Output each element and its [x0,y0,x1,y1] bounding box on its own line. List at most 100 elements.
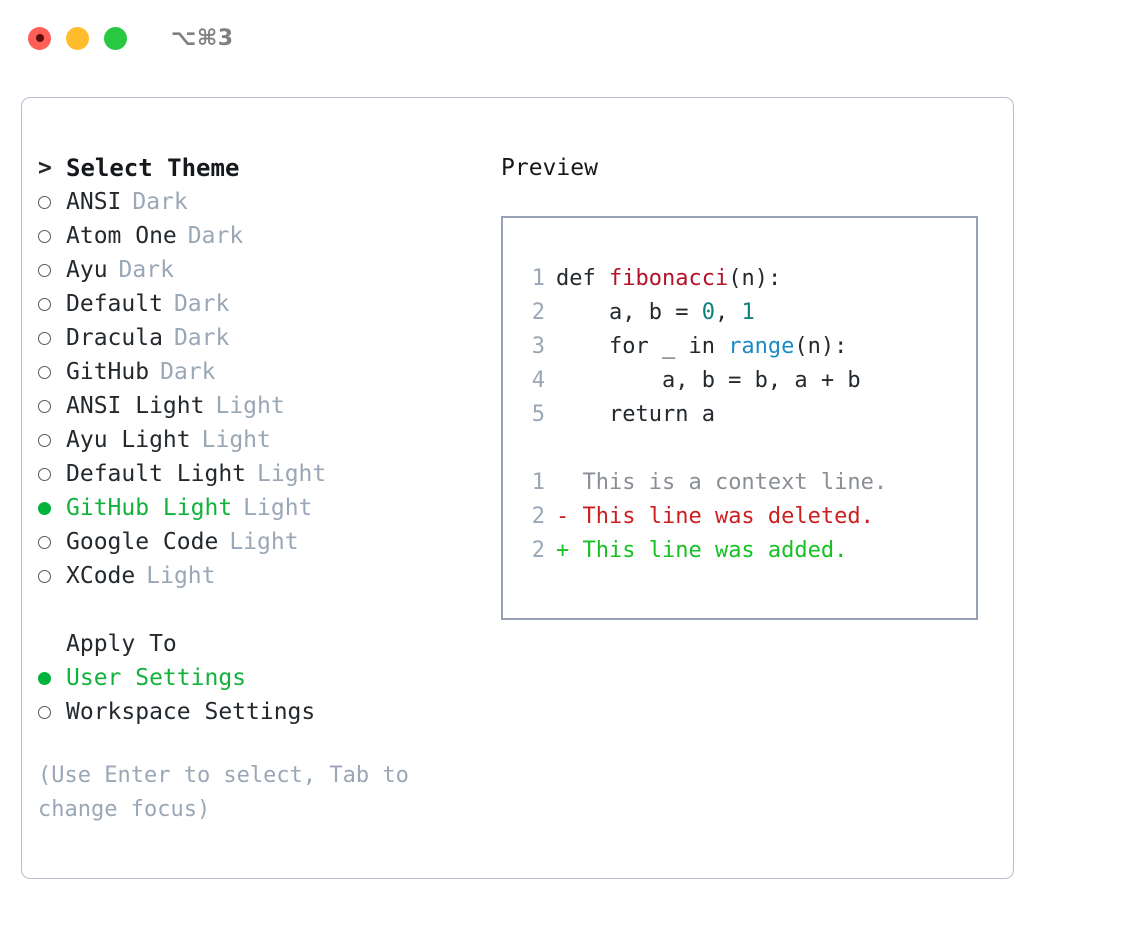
theme-option-ansi-light[interactable]: ANSI Light Light [38,389,478,423]
theme-option-github[interactable]: GitHub Dark [38,355,478,389]
apply-to-user-settings[interactable]: User Settings [38,661,478,695]
title-bar: ⌥⌘3 [0,0,1140,76]
theme-option-label: Default Light [66,461,247,487]
theme-picker: > Select Theme ANSI Dark Atom One Dark A… [38,151,478,827]
theme-option-label: GitHub Light [66,495,233,521]
line-number: 2 [531,504,545,529]
radio-icon[interactable] [38,467,66,481]
radio-icon[interactable] [38,569,66,583]
diff-sign [556,470,569,495]
radio-icon[interactable] [38,399,66,413]
dialog-panel: > Select Theme ANSI Dark Atom One Dark A… [21,97,1014,879]
theme-option-label: Ayu [66,257,108,283]
code-token: return a [556,402,715,427]
theme-option-dracula[interactable]: Dracula Dark [38,321,478,355]
theme-option-default-light[interactable]: Default Light Light [38,457,478,491]
radio-icon[interactable] [38,705,66,719]
theme-option-variant: Light [243,495,313,521]
line-number: 1 [531,266,545,291]
preview-panel: 1 def fibonacci(n): 2 a, b = 0, 1 3 for … [501,216,978,620]
radio-icon[interactable] [38,535,66,549]
radio-icon-selected[interactable] [38,501,66,515]
code-token-number: 1 [741,300,755,325]
line-number: 1 [531,470,545,495]
code-token: for _ in [556,334,729,359]
diff-sign: + [556,538,570,563]
window-controls [28,26,127,50]
theme-option-variant: Dark [132,189,188,215]
line-number: 2 [531,300,545,325]
radio-icon[interactable] [38,433,66,447]
theme-picker-header: > Select Theme [38,151,478,185]
theme-option-variant: Dark [118,257,174,283]
theme-option-github-light[interactable]: GitHub Light Light [38,491,478,525]
theme-option-label: Default [66,291,163,317]
radio-icon[interactable] [38,365,66,379]
close-button[interactable] [28,26,51,50]
code-line: 4 a, b = b, a + b [503,364,976,398]
diff-line-deleted: 2 - This line was deleted. [503,500,976,534]
theme-option-label: GitHub [66,359,150,385]
list-spacer [38,593,478,627]
theme-option-google-code[interactable]: Google Code Light [38,525,478,559]
radio-icon[interactable] [38,195,66,209]
theme-option-label: Dracula [66,325,163,351]
code-token: (n): [794,334,848,359]
zoom-button[interactable] [104,26,127,50]
line-number: 3 [531,334,545,359]
apply-to-workspace-settings[interactable]: Workspace Settings [38,695,478,729]
theme-option-variant: Light [201,427,271,453]
preview-title: Preview [501,155,598,181]
radio-icon-selected[interactable] [38,671,66,685]
radio-icon[interactable] [38,229,66,243]
code-token: , [714,300,742,325]
theme-option-label: ANSI Light [66,393,205,419]
theme-option-label: XCode [66,563,136,589]
theme-option-ayu-light[interactable]: Ayu Light Light [38,423,478,457]
minimize-button[interactable] [66,26,89,50]
theme-option-variant: Light [257,461,327,487]
theme-option-variant: Dark [173,325,230,351]
theme-option-label: Google Code [66,529,219,555]
code-token: a, b = [556,300,702,325]
theme-option-label: ANSI [66,189,122,215]
code-token: (n): [728,266,782,291]
theme-option-variant: Dark [160,359,216,385]
code-line: 3 for _ in range(n): [503,330,976,364]
line-number: 5 [531,402,545,427]
keyboard-shortcut-label: ⌥⌘3 [171,25,234,51]
theme-option-default[interactable]: Default Dark [38,287,478,321]
theme-option-ansi[interactable]: ANSI Dark [38,185,478,219]
theme-option-variant: Light [146,563,216,589]
diff-text: This is a context line. [569,470,888,495]
theme-picker-title: Select Theme [66,154,240,182]
recording-dot-icon [35,34,44,42]
code-token-builtin: range [728,334,795,359]
line-number: 2 [531,538,545,563]
apply-to-title: Apply To [66,631,177,657]
radio-icon[interactable] [38,331,66,345]
radio-icon[interactable] [38,263,66,277]
theme-option-atom-one[interactable]: Atom One Dark [38,219,478,253]
code-token-number: 0 [701,300,715,325]
radio-icon[interactable] [38,297,66,311]
diff-line-added: 2 + This line was added. [503,534,976,568]
code-line: 1 def fibonacci(n): [503,262,976,296]
preview-section: Preview 1 def fibonacci(n): 2 a, b = 0, … [501,151,991,620]
theme-option-label: Ayu Light [66,427,191,453]
theme-option-ayu[interactable]: Ayu Dark [38,253,478,287]
diff-text: This line was deleted. [569,504,874,529]
theme-option-variant: Light [215,393,285,419]
keyboard-hint-text: (Use Enter to select, Tab to change focu… [38,763,409,822]
line-number: 4 [531,368,545,393]
theme-option-variant: Dark [187,223,244,249]
theme-option-label: Atom One [66,223,177,249]
diff-sign: - [556,504,570,529]
code-blank-line [503,432,976,466]
diff-line-context: 1 This is a context line. [503,466,976,500]
theme-option-xcode[interactable]: XCode Light [38,559,478,593]
apply-to-label: User Settings [66,665,247,691]
theme-option-variant: Dark [173,291,230,317]
theme-option-variant: Light [229,529,299,555]
